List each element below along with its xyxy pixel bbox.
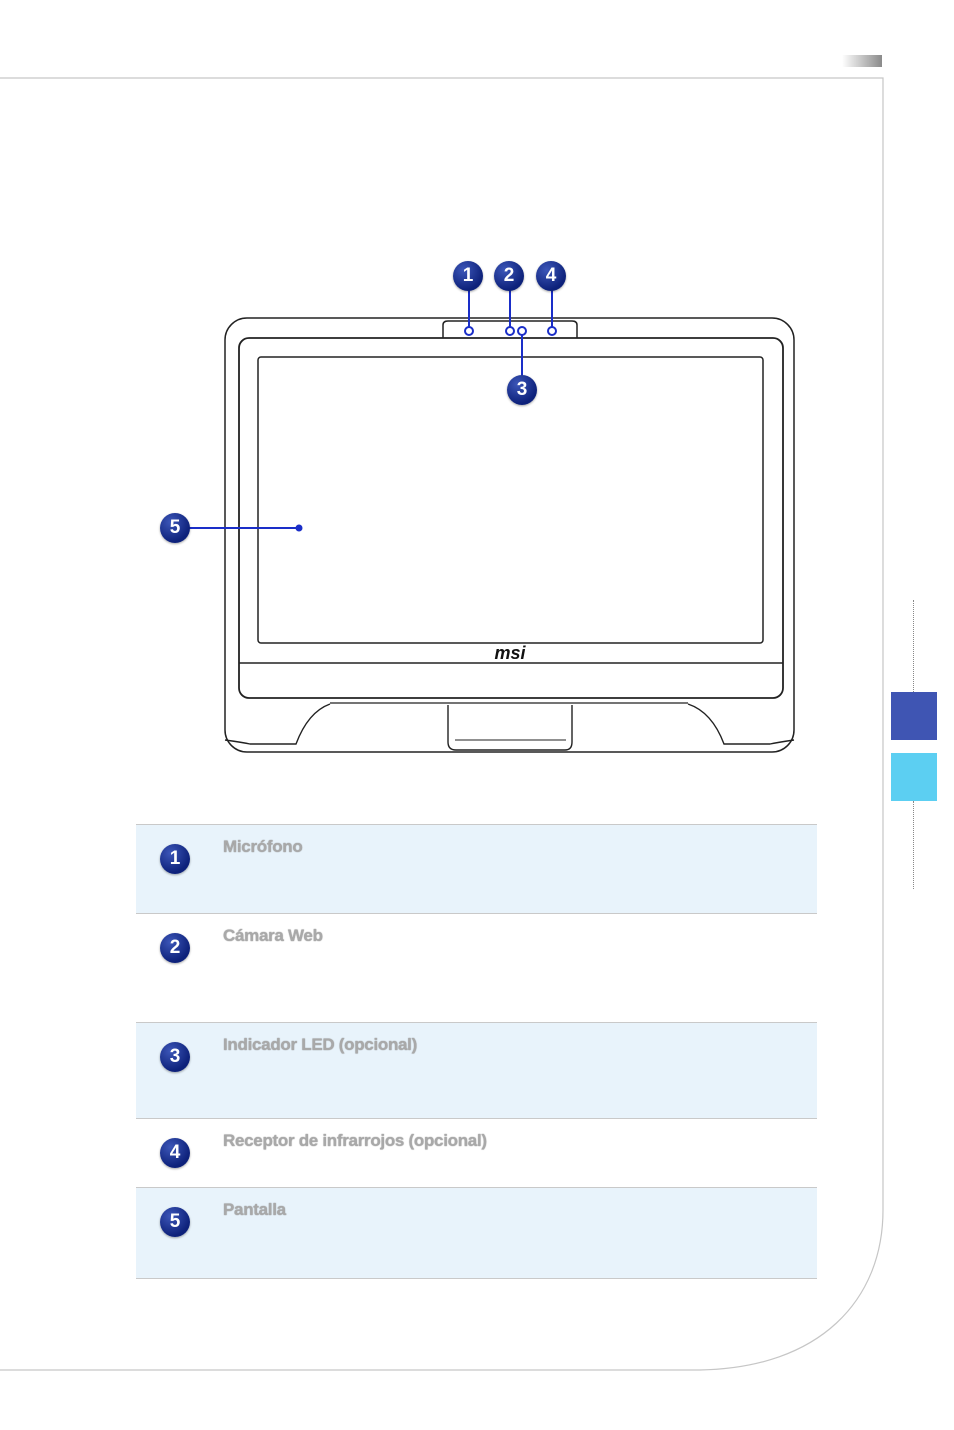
- legend-badge-5: 5: [160, 1207, 190, 1237]
- legend-row: 5 Pantalla: [136, 1187, 817, 1279]
- legend-label-webcam: Cámara Web: [223, 926, 323, 946]
- brand-logo: msi: [494, 643, 526, 663]
- legend-label-led-indicator: Indicador LED (opcional): [223, 1035, 417, 1055]
- callout-badge-1: 1: [453, 261, 483, 291]
- led-dot: [518, 327, 526, 335]
- webcam-dot: [506, 327, 514, 335]
- legend-badge-4: 4: [160, 1138, 190, 1168]
- callout-badge-3: 3: [507, 375, 537, 405]
- side-chapter-block-light: [891, 753, 937, 801]
- callout-badge-4: 4: [536, 261, 566, 291]
- side-dotted-line-top: [913, 600, 914, 692]
- legend-row: 1 Micrófono: [136, 824, 817, 913]
- legend-badge-1: 1: [160, 844, 190, 874]
- side-dotted-line-bottom: [913, 801, 914, 889]
- legend-badge-2: 2: [160, 933, 190, 963]
- stand: [448, 705, 572, 750]
- legend-label-display: Pantalla: [223, 1200, 286, 1220]
- legend-row: 2 Cámara Web: [136, 913, 817, 1022]
- screen-dot: [296, 525, 303, 532]
- page-corner-tab: [842, 55, 882, 67]
- microphone-dot: [465, 327, 473, 335]
- all-in-one-front-illustration: msi: [150, 225, 810, 770]
- legend-badge-3: 3: [160, 1042, 190, 1072]
- legend-label-ir-receiver: Receptor de infrarrojos (opcional): [223, 1131, 487, 1151]
- monitor-drawing: msi: [150, 225, 810, 770]
- legend-table: 1 Micrófono 2 Cámara Web 3 Indicador LED…: [136, 824, 817, 1279]
- callout-badge-5: 5: [160, 513, 190, 543]
- legend-row: 4 Receptor de infrarrojos (opcional): [136, 1118, 817, 1187]
- callout-badge-2: 2: [494, 261, 524, 291]
- legend-row: 3 Indicador LED (opcional): [136, 1022, 817, 1118]
- side-chapter-block-dark: [891, 692, 937, 740]
- legend-label-microphone: Micrófono: [223, 837, 302, 857]
- ir-receiver-dot: [548, 327, 556, 335]
